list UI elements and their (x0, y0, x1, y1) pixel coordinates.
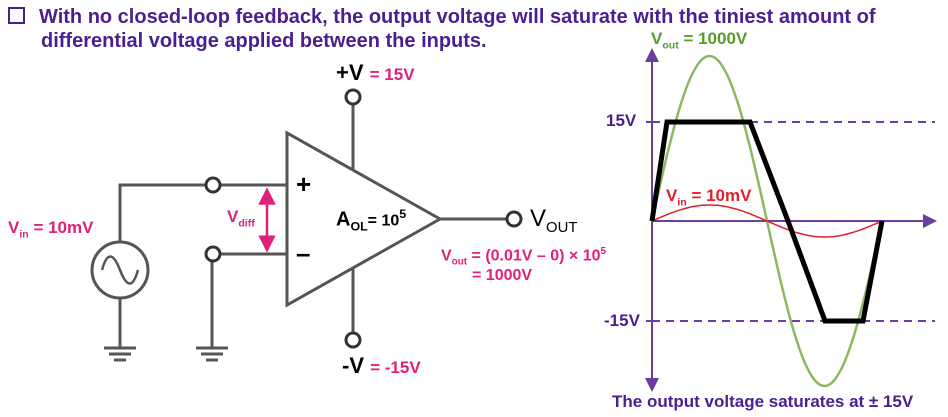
vout-label: VOUT (530, 205, 578, 236)
y-tick-label-pos: 15V (606, 111, 637, 130)
vminus-terminal (344, 331, 362, 349)
vminus-label: -V = -15V (342, 353, 421, 378)
minus-input-terminal (204, 245, 222, 263)
minus-input-sign: – (296, 238, 311, 268)
vplus-terminal (344, 88, 362, 106)
ground-icon (196, 346, 228, 362)
header-line-2: differential voltage applied between the… (41, 30, 487, 52)
input-signal-curve (651, 204, 883, 238)
ac-source-icon (90, 240, 150, 300)
ideal-output-label: Vout = 1000V (651, 29, 748, 52)
output-terminal (505, 210, 523, 228)
y-tick-label-neg: -15V (604, 311, 640, 330)
header-line-1: With no closed-loop feedback, the output… (8, 6, 876, 29)
plus-input-terminal (204, 176, 222, 194)
vdiff-label: Vdiff (227, 207, 255, 230)
gain-equation: Vout = (0.01V – 0) × 105 (441, 246, 607, 268)
vplus-label: +V = 15V (336, 60, 415, 85)
open-loop-gain-label: AOL= 105 (336, 207, 407, 234)
input-signal-label: Vin = 10mV (666, 186, 752, 209)
source-top-wire (118, 183, 212, 242)
checkbox-bullet-icon (8, 7, 25, 24)
ground-icon (104, 346, 136, 362)
plus-input-sign: + (296, 169, 312, 199)
sine-wave-icon (100, 255, 140, 285)
gain-equation-result: = 1000V (472, 267, 533, 284)
graph-caption: The output voltage saturates at ± 15V (612, 392, 914, 411)
saturated-output-curve (649, 119, 885, 324)
vin-label: Vin = 10mV (8, 218, 94, 241)
op-amp-triangle (285, 130, 444, 308)
